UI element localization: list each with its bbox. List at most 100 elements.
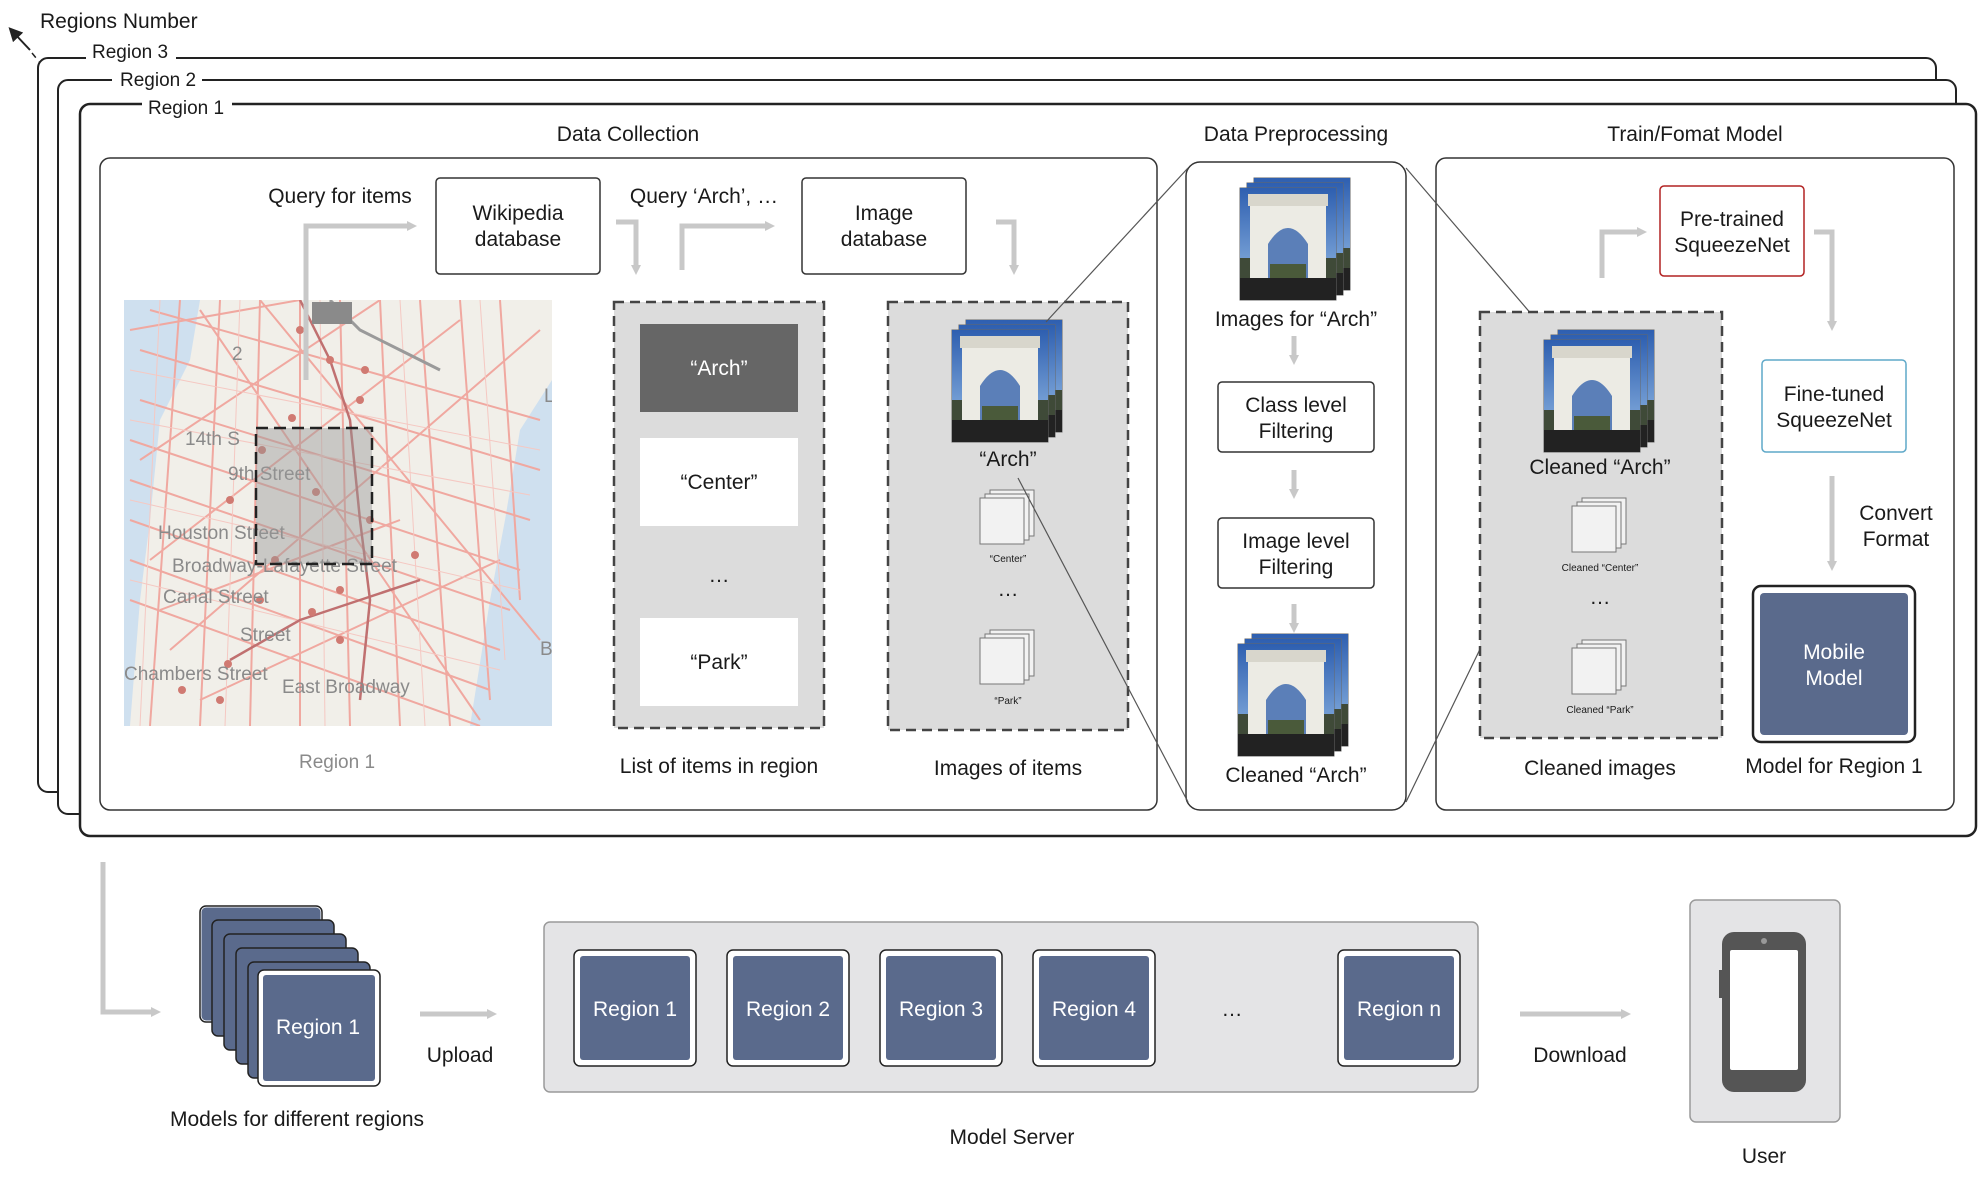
train-cleaned-park-label: Cleaned “Park” — [1566, 705, 1633, 716]
image-filter-box — [1217, 517, 1375, 589]
map-label-9th: 9th Street — [228, 464, 311, 485]
images-park-label: “Park” — [994, 696, 1021, 707]
map-label-14th: 14th S — [185, 429, 240, 450]
preprocess-output-stack — [1238, 634, 1348, 756]
map-label-l: L — [544, 386, 555, 407]
region-map: 2 14th S 9th Street Houston Street Broad… — [124, 300, 555, 773]
center-image-stack — [979, 489, 1035, 545]
frame-label-region-1: Region 1 — [148, 98, 224, 119]
finetuned-line2: SqueezeNet — [1776, 409, 1892, 432]
item-park-box — [640, 618, 798, 706]
zoom-line-bottom — [1017, 477, 1189, 803]
models-stack-label: Region 1 — [276, 1016, 360, 1039]
image-filter-line1: Image level — [1242, 530, 1349, 553]
data-preprocessing-title: Data Preprocessing — [1204, 123, 1388, 146]
cleaned-arch-stack — [1544, 330, 1654, 452]
preprocess-input-stack — [1240, 178, 1350, 300]
user-caption: User — [1742, 1145, 1786, 1168]
map-selection-box — [254, 426, 374, 566]
image-db-box — [801, 177, 967, 275]
model-server-caption: Model Server — [950, 1126, 1075, 1149]
phone-icon — [1719, 932, 1806, 1092]
wikipedia-db-box — [435, 177, 601, 275]
cleaned-arch-label: Cleaned “Arch” — [1225, 764, 1366, 787]
server-region-1: Region 1 — [573, 949, 697, 1067]
arch-image-stack — [952, 320, 1062, 442]
server-region-n-label: Region n — [1357, 998, 1441, 1021]
item-list-caption: List of items in region — [620, 755, 818, 778]
image-filter-line2: Filtering — [1259, 556, 1334, 579]
data-collection-title: Data Collection — [557, 123, 699, 146]
train-cleaned-arch-label: Cleaned “Arch” — [1529, 456, 1670, 479]
server-region-n: Region n — [1337, 949, 1461, 1067]
item-arch-box — [640, 324, 798, 412]
finetuned-line1: Fine-tuned — [1784, 383, 1884, 406]
server-region-1-label: Region 1 — [593, 998, 677, 1021]
mobile-model-line1: Mobile — [1803, 641, 1865, 664]
server-region-3-label: Region 3 — [899, 998, 983, 1021]
item-park-label: “Park” — [690, 651, 747, 674]
query-arch-arrow — [679, 221, 775, 270]
pretrained-line1: Pre-trained — [1680, 208, 1784, 231]
mobile-model-line2: Model — [1805, 667, 1862, 690]
map-label-broadway-lafayette: Broadway-Lafayette Street — [172, 556, 398, 577]
cleaned-park-stack — [1571, 639, 1627, 695]
wiki-to-list-arrow — [616, 219, 641, 275]
map-label-houston: Houston Street — [158, 523, 285, 544]
cleaned-images-caption: Cleaned images — [1524, 757, 1676, 780]
server-region-4-label: Region 4 — [1052, 998, 1136, 1021]
class-filter-box — [1217, 381, 1375, 453]
zoom-line-right-top — [1405, 167, 1546, 331]
map-label-b: B — [540, 639, 553, 660]
map-caption: Region 1 — [299, 752, 375, 773]
class-filter-line1: Class level — [1245, 394, 1347, 417]
download-label: Download — [1533, 1044, 1626, 1067]
model-region-caption: Model for Region 1 — [1745, 755, 1922, 778]
regions-arrow — [8, 27, 31, 51]
item-center-label: “Center” — [680, 471, 757, 494]
server-region-4: Region 4 — [1032, 949, 1156, 1067]
train-cleaned-center-label: Cleaned “Center” — [1562, 563, 1639, 574]
images-ellipsis: … — [998, 578, 1019, 601]
wikipedia-db-line1: Wikipedia — [472, 202, 563, 225]
finetuned-box — [1761, 359, 1907, 453]
models-caption: Models for different regions — [170, 1108, 424, 1131]
images-for-arch-label: Images for “Arch” — [1215, 308, 1377, 331]
query-arch-label: Query ‘Arch’, … — [630, 185, 778, 208]
models-stack: Region 1 — [198, 904, 381, 1087]
map-label-chambers: Chambers Street — [124, 664, 268, 685]
class-filter-line2: Filtering — [1259, 420, 1334, 443]
query-items-arrow — [303, 221, 417, 380]
query-items-label: Query for items — [268, 185, 412, 208]
pretrained-to-finetuned-arrow — [1814, 229, 1837, 331]
mobile-model-box — [1760, 593, 1908, 735]
map-label-2: 2 — [232, 344, 243, 365]
park-image-stack — [979, 629, 1035, 685]
images-center-label: “Center” — [990, 554, 1027, 565]
frames-to-models-arrow — [100, 862, 161, 1017]
server-region-2: Region 2 — [726, 949, 850, 1067]
image-db-line2: database — [841, 228, 927, 251]
to-pretrained-arrow — [1599, 227, 1647, 278]
zoom-line-top — [1045, 167, 1189, 323]
map-label-street: Street — [240, 625, 291, 646]
server-ellipsis: … — [1222, 998, 1243, 1021]
wikipedia-db-line2: database — [475, 228, 561, 251]
image-db-line1: Image — [855, 202, 913, 225]
server-region-3: Region 3 — [879, 949, 1003, 1067]
item-arch-label: “Arch” — [690, 357, 747, 380]
images-caption: Images of items — [934, 757, 1082, 780]
item-center-box — [640, 438, 798, 526]
train-model-title: Train/Fomat Model — [1607, 123, 1782, 146]
upload-label: Upload — [427, 1044, 494, 1067]
frame-label-region-2: Region 2 — [120, 70, 196, 91]
images-arch-label: “Arch” — [979, 448, 1036, 471]
frame-label-region-3: Region 3 — [92, 42, 168, 63]
convert-line1: Convert — [1859, 502, 1933, 525]
item-ellipsis: … — [709, 564, 730, 587]
pretrained-line2: SqueezeNet — [1674, 234, 1790, 257]
map-label-canal: Canal Street — [163, 587, 269, 608]
map-label-east-broadway: East Broadway — [282, 677, 410, 698]
train-cleaned-ellipsis: … — [1590, 586, 1611, 609]
